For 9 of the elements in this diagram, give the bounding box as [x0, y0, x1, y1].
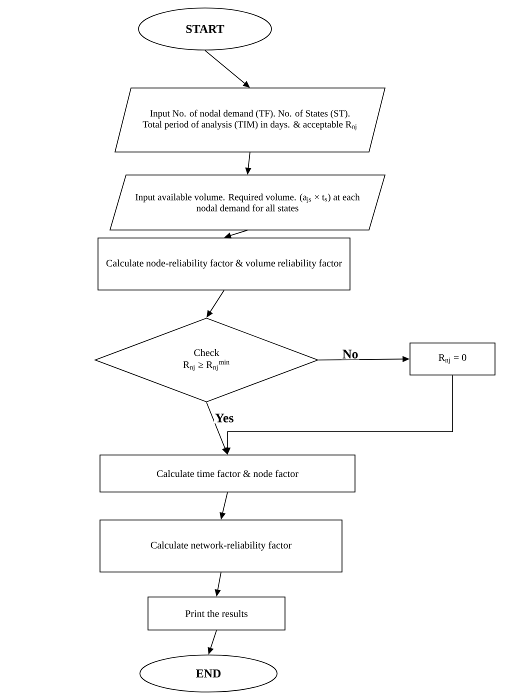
terminal-oval: END	[140, 654, 278, 692]
process-box: Calculate time factor & node factor	[100, 454, 356, 492]
process-box: Calculate node-reliability factor & volume reliability factor	[98, 238, 350, 290]
terminal-oval: START	[138, 8, 272, 50]
process-box: R$_{nj}$ = 0	[410, 342, 496, 376]
arrow	[204, 50, 250, 88]
process-box: Print the results	[148, 596, 286, 630]
process-box: Calculate network-reliability factor	[100, 520, 342, 572]
edge-label: Yes	[214, 412, 235, 424]
